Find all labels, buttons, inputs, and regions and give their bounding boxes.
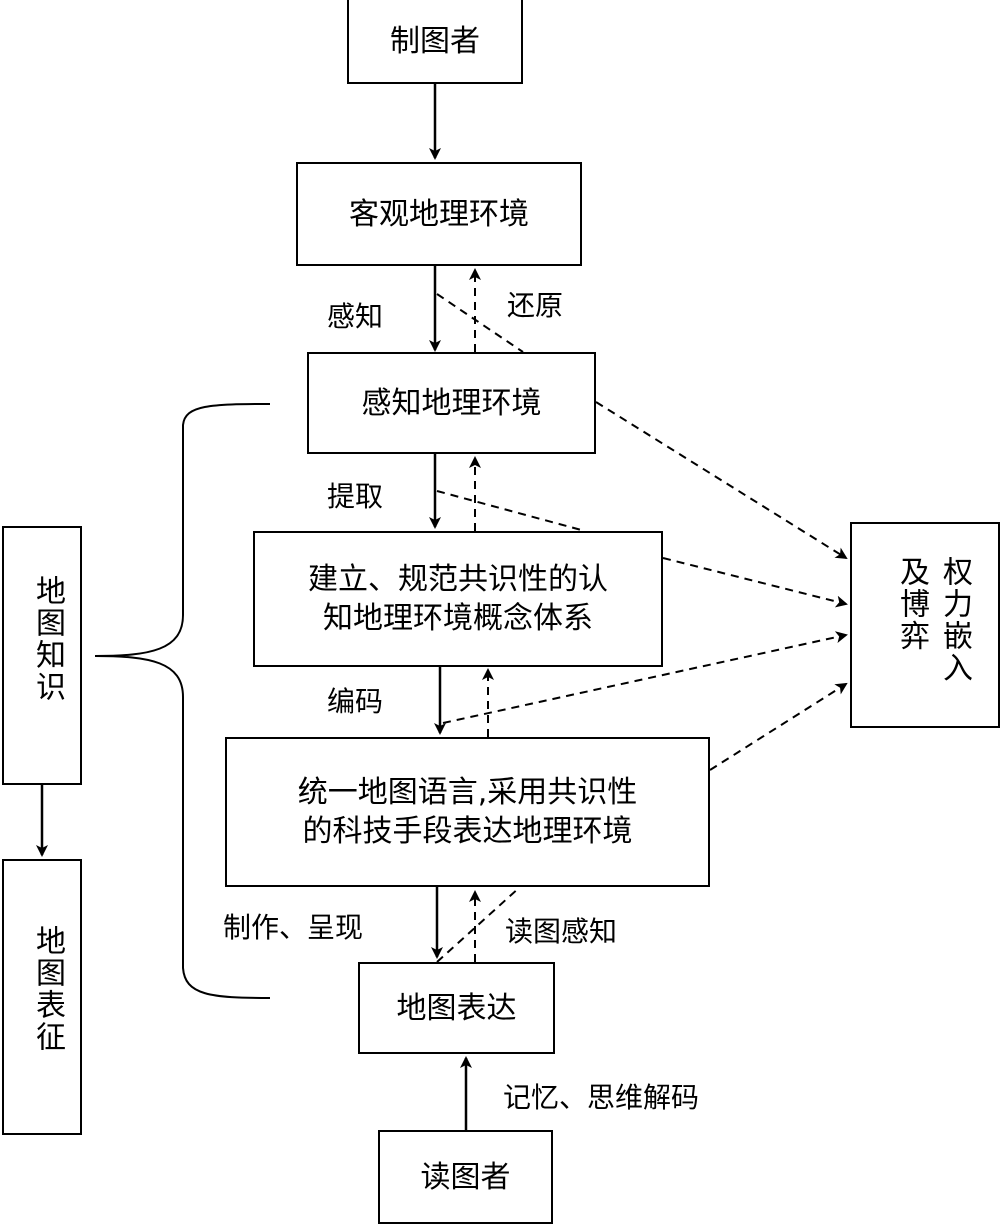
map-representation-box <box>2 859 82 1135</box>
mapmaker-label: 制图者 <box>390 23 480 59</box>
map-reader-box: 读图者 <box>378 1130 553 1224</box>
objective-environment-box: 客观地理环境 <box>296 162 582 266</box>
map-expression-box: 地图表达 <box>358 962 555 1054</box>
map-language-line1: 统一地图语言,采用共识性 <box>297 775 638 810</box>
map-reader-label: 读图者 <box>420 1159 511 1195</box>
map-knowledge-label: 地图知识 <box>30 575 65 703</box>
concept-system-line2: 知地理环境概念体系 <box>323 601 593 636</box>
dashed-diagonal-restore <box>436 293 524 353</box>
edge-label-encode: 编码 <box>327 685 384 718</box>
edge-label-memory-decode: 记忆、思维解码 <box>503 1081 700 1114</box>
power-embedding-label: 权力嵌入 <box>937 556 972 684</box>
curly-brace <box>94 403 271 999</box>
dashed-arrow-encode-to-power <box>442 631 848 724</box>
objective-environment-label: 客观地理环境 <box>349 196 529 232</box>
dashed-arrow-language-to-power <box>709 682 848 771</box>
edge-label-perceive: 感知 <box>327 300 384 333</box>
map-representation-label: 地图表征 <box>30 925 65 1053</box>
map-expression-label: 地图表达 <box>396 990 517 1026</box>
dashed-diagonal-read <box>436 886 521 963</box>
map-language-box: 统一地图语言,采用共识性 的科技手段表达地理环境 <box>225 737 710 887</box>
edge-label-extract: 提取 <box>327 480 384 513</box>
concept-system-line1: 建立、规范共识性的认 <box>308 562 608 597</box>
perceived-environment-label: 感知地理环境 <box>361 385 542 421</box>
dashed-arrow-perceived-to-power <box>595 401 848 560</box>
map-knowledge-box <box>2 526 82 785</box>
mapmaker-box: 制图者 <box>347 0 523 84</box>
power-embedding-box <box>850 522 1000 728</box>
edge-label-produce-present: 制作、呈现 <box>223 911 364 944</box>
dashed-diagonal-extract <box>436 490 586 532</box>
power-game-label: 及博弈 <box>894 556 929 652</box>
edge-label-restore: 还原 <box>507 289 564 322</box>
map-language-line2: 的科技手段表达地理环境 <box>302 814 633 849</box>
perceived-environment-box: 感知地理环境 <box>307 352 596 454</box>
dashed-arrow-concept-to-power <box>662 557 848 608</box>
edge-label-read-perceive: 读图感知 <box>505 915 618 948</box>
concept-system-box: 建立、规范共识性的认 知地理环境概念体系 <box>253 531 663 667</box>
